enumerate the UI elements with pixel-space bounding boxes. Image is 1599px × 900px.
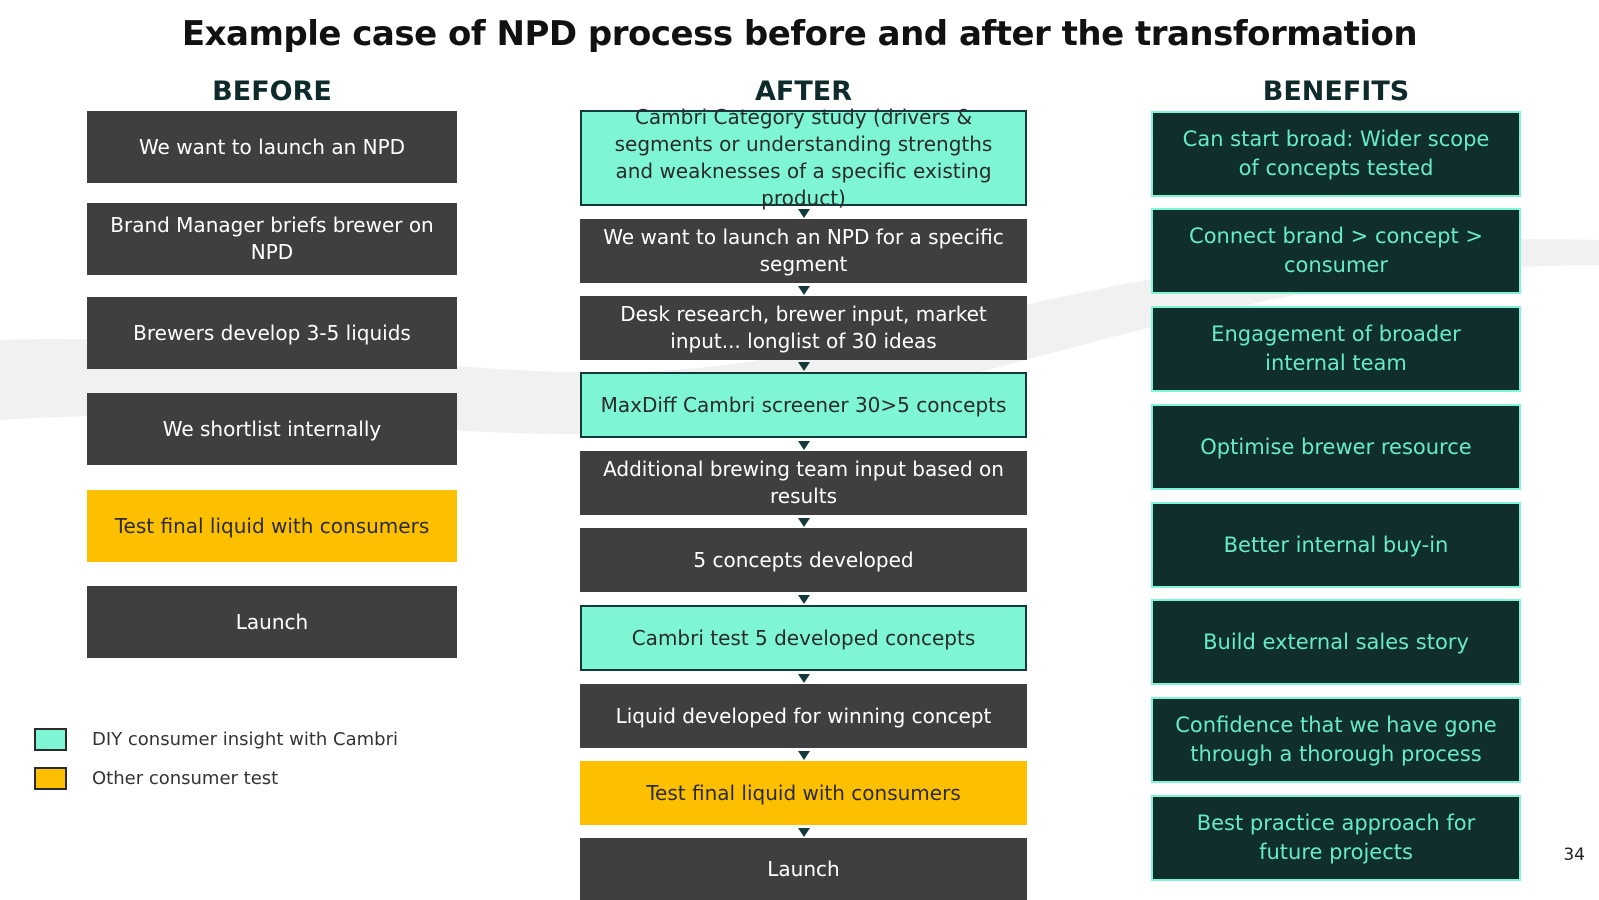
legend-label-diy: DIY consumer insight with Cambri — [92, 729, 398, 750]
legend-label-other: Other consumer test — [92, 768, 279, 789]
arrow-5 — [798, 518, 810, 527]
benefit-3: Engagement of broader internal team — [1151, 306, 1521, 392]
benefit-2: Connect brand > concept > consumer — [1151, 208, 1521, 294]
after-step-6: 5 concepts developed — [580, 528, 1027, 592]
after-step-5: Additional brewing team input based on r… — [580, 451, 1027, 515]
before-step-1: We want to launch an NPD — [87, 111, 457, 183]
after-heading: AFTER — [755, 76, 852, 107]
benefit-6: Build external sales story — [1151, 599, 1521, 685]
benefit-4: Optimise brewer resource — [1151, 404, 1521, 490]
page-number: 34 — [1563, 845, 1585, 865]
before-step-2: Brand Manager briefs brewer on NPD — [87, 203, 457, 275]
before-heading: BEFORE — [212, 76, 332, 107]
before-step-6: Launch — [87, 586, 457, 658]
legend-swatch-diy — [34, 728, 67, 751]
after-step-10: Launch — [580, 838, 1027, 900]
arrow-8 — [798, 751, 810, 760]
arrow-2 — [798, 286, 810, 295]
arrow-9 — [798, 828, 810, 837]
after-step-2: We want to launch an NPD for a specific … — [580, 219, 1027, 283]
benefit-5: Better internal buy-in — [1151, 502, 1521, 588]
arrow-1 — [798, 209, 810, 218]
after-step-1: Cambri Category study (drivers & segment… — [580, 105, 1027, 210]
benefits-heading: BENEFITS — [1262, 76, 1410, 107]
arrow-3 — [798, 362, 810, 371]
after-step-3: Desk research, brewer input, market inpu… — [580, 296, 1027, 360]
after-step-9: Test final liquid with consumers — [580, 761, 1027, 825]
before-step-4: We shortlist internally — [87, 393, 457, 465]
after-step-8: Liquid developed for winning concept — [580, 684, 1027, 748]
after-step-4: MaxDiff Cambri screener 30>5 concepts — [580, 372, 1027, 438]
page-title: Example case of NPD process before and a… — [181, 14, 1418, 54]
benefit-8: Best practice approach for future projec… — [1151, 795, 1521, 881]
before-step-3: Brewers develop 3-5 liquids — [87, 297, 457, 369]
benefit-7: Confidence that we have gone through a t… — [1151, 697, 1521, 783]
after-step-7: Cambri test 5 developed concepts — [580, 605, 1027, 671]
before-step-5: Test final liquid with consumers — [87, 490, 457, 562]
legend-swatch-other — [34, 767, 67, 790]
arrow-6 — [798, 595, 810, 604]
arrow-4 — [798, 441, 810, 450]
benefit-1: Can start broad: Wider scope of concepts… — [1151, 111, 1521, 197]
arrow-7 — [798, 674, 810, 683]
